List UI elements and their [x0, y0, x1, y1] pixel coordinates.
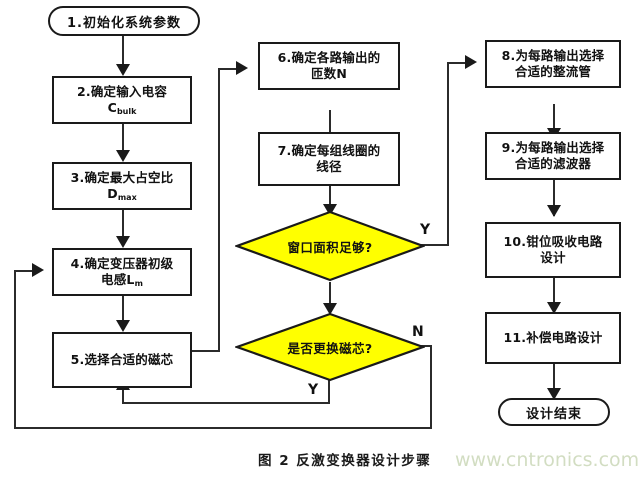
arrowhead-decision2-no-to-step4: [32, 263, 44, 277]
node-step8-text: 8.为每路输出选择 合适的整流管: [491, 48, 615, 81]
node-step3-line2: Dmax: [107, 186, 137, 202]
decision1-shape: [235, 210, 425, 282]
arrowhead-step10-to-step11: [547, 302, 561, 314]
connector-step2-to-step3: [122, 124, 124, 160]
node-step7-text: 7.确定每组线圈的 线径: [264, 143, 394, 176]
node-step6-line2: 匝数N: [310, 66, 348, 81]
node-step6[interactable]: 6.确定各路输出的 匝数N: [258, 42, 400, 90]
connector-step7-to-decision1: [329, 186, 331, 214]
connector-step8-to-step9: [553, 104, 555, 138]
node-step8-line2: 合适的整流管: [514, 64, 592, 79]
node-decision2[interactable]: 是否更换磁芯?: [235, 312, 425, 382]
connector-decision1-yes-enter: [447, 62, 471, 64]
connector-decision2-yes-horiz: [122, 402, 330, 404]
arrowhead-step11-to-end: [547, 388, 561, 400]
arrowhead-decision1-to-decision2: [323, 303, 337, 315]
connector-decision1-yes-horiz: [405, 244, 449, 246]
node-step2-text: 2.确定输入电容 Cbulk: [58, 84, 186, 117]
node-end-label: 设计结束: [525, 406, 582, 422]
arrowhead-step4-to-step5: [116, 320, 130, 332]
node-step3[interactable]: 3.确定最大占空比 Dmax: [52, 162, 192, 210]
node-step10-line1: 10.钳位吸收电路: [503, 233, 603, 249]
connector-step6-to-step7: [329, 110, 331, 144]
figure-caption: 图 2 反激变换器设计步骤: [258, 453, 432, 469]
node-step11[interactable]: 11.补偿电路设计: [485, 312, 621, 364]
node-step3-text: 3.确定最大占空比 Dmax: [58, 170, 186, 203]
connector-decision2-no-vert: [430, 345, 432, 429]
site-watermark: www.cntronics.com: [455, 449, 640, 471]
node-step8[interactable]: 8.为每路输出选择 合适的整流管: [485, 40, 621, 88]
connector-step5-to-step6-vert: [218, 68, 220, 352]
connector-decision1-yes-vert: [447, 62, 449, 246]
node-step4-text: 4.确定变压器初级 电感Lm: [58, 256, 186, 289]
connector-step11-to-end: [553, 364, 555, 398]
node-step4-line1: 4.确定变压器初级: [70, 255, 174, 271]
node-step6-line1: 6.确定各路输出的: [277, 49, 381, 65]
node-step3-line1: 3.确定最大占空比: [70, 169, 174, 185]
branch-label-decision2-yes: Y: [308, 382, 319, 398]
node-step5[interactable]: 5.选择合适的磁芯: [52, 332, 192, 388]
connector-step4-to-step5: [122, 296, 124, 330]
connector-decision2-no-enter: [14, 270, 38, 272]
connector-step5-to-step6-horiz: [192, 350, 220, 352]
node-step7-line2: 线径: [316, 159, 342, 174]
node-step4-line2: 电感Lm: [101, 272, 143, 288]
node-step10-text: 10.钳位吸收电路 设计: [491, 234, 615, 267]
connector-step3-to-step4: [122, 210, 124, 246]
connector-decision2-yes-up: [122, 388, 124, 404]
arrowhead-step5-to-step6: [236, 61, 248, 75]
connector-step5-to-step6-enter: [218, 68, 242, 70]
decision2-shape: [235, 312, 425, 382]
node-step2-line2: Cbulk: [107, 100, 137, 116]
node-step7-line1: 7.确定每组线圈的: [277, 142, 381, 158]
arrowhead-decision1-yes-to-step8: [465, 55, 477, 69]
node-step11-label: 11.补偿电路设计: [503, 329, 603, 345]
node-step7[interactable]: 7.确定每组线圈的 线径: [258, 132, 400, 186]
connector-decision2-yes-vert: [328, 378, 330, 404]
node-decision1[interactable]: 窗口面积足够?: [235, 210, 425, 282]
node-start-label: 1.初始化系统参数: [67, 15, 181, 31]
connector-start-to-step2: [122, 36, 124, 74]
node-step9-line1: 9.为每路输出选择: [501, 139, 605, 155]
node-step4[interactable]: 4.确定变压器初级 电感Lm: [52, 248, 192, 296]
branch-label-decision2-no: N: [412, 324, 424, 340]
arrowhead-step2-to-step3: [116, 150, 130, 162]
arrowhead-start-to-step2: [116, 64, 130, 76]
connector-step9-to-step10: [553, 180, 555, 216]
branch-label-decision1-yes: Y: [420, 222, 431, 238]
connector-decision2-no-left: [14, 270, 16, 429]
arrowhead-step3-to-step4: [116, 236, 130, 248]
node-step10[interactable]: 10.钳位吸收电路 设计: [485, 222, 621, 278]
connector-decision1-to-decision2: [329, 282, 331, 314]
connector-decision2-no-bottom: [14, 427, 432, 429]
node-step9[interactable]: 9.为每路输出选择 合适的滤波器: [485, 132, 621, 180]
node-step10-line2: 设计: [540, 250, 566, 265]
node-step2[interactable]: 2.确定输入电容 Cbulk: [52, 76, 192, 124]
node-end[interactable]: 设计结束: [498, 398, 610, 426]
node-start[interactable]: 1.初始化系统参数: [48, 6, 200, 36]
node-step9-text: 9.为每路输出选择 合适的滤波器: [491, 140, 615, 173]
node-step2-line1: 2.确定输入电容: [76, 83, 168, 99]
node-step5-label: 5.选择合适的磁芯: [70, 351, 174, 367]
node-step8-line1: 8.为每路输出选择: [501, 47, 605, 63]
arrowhead-step9-to-step10: [547, 205, 561, 217]
node-step6-text: 6.确定各路输出的 匝数N: [264, 50, 394, 83]
connector-step10-to-step11: [553, 278, 555, 312]
node-step9-line2: 合适的滤波器: [514, 156, 592, 171]
